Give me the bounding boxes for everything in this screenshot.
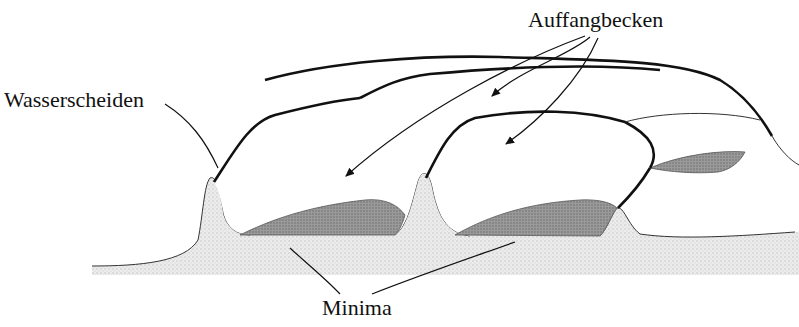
minima-label: Minima: [322, 296, 392, 320]
basin-label: Auffangbecken: [528, 8, 663, 32]
leader-line: [165, 36, 598, 294]
minimum-region: [650, 152, 745, 173]
minimum-region: [240, 200, 405, 235]
watershed-line: [214, 57, 772, 208]
minimum-region: [455, 200, 617, 236]
watershed-label: Wasserscheiden: [4, 88, 144, 112]
